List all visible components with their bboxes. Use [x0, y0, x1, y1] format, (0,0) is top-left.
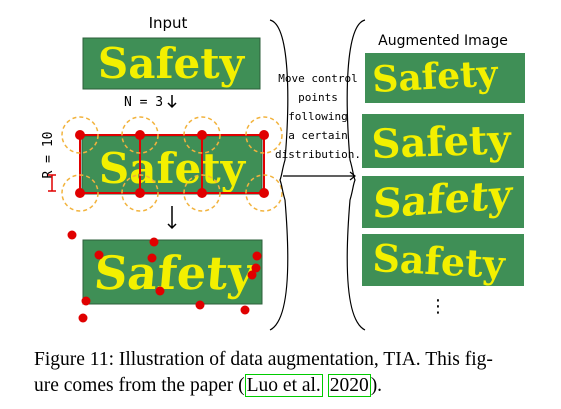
- moved-control-point: [94, 250, 104, 260]
- caption-line-2-end: ).: [370, 375, 383, 396]
- grid-image-panel: [81, 135, 263, 195]
- moved-control-point: [195, 300, 205, 310]
- figure-caption: Figure 11: Illustration of data augmenta…: [34, 347, 554, 399]
- transform-arrow: [283, 171, 356, 181]
- radius-circle: [183, 116, 221, 154]
- moved-control-point: [81, 296, 91, 306]
- middle-line-5: distribution.: [275, 148, 361, 161]
- control-points: [75, 130, 269, 198]
- down-arrow-1: [167, 95, 177, 109]
- moved-control-points: [67, 230, 262, 323]
- augmented-panel-4: [362, 234, 524, 286]
- input-image-panel: [82, 37, 261, 90]
- more-ellipsis: ⋮: [429, 296, 447, 317]
- augmented-word-3: Safety: [371, 171, 515, 228]
- moved-control-point: [247, 270, 257, 280]
- r-label: R = 10: [41, 132, 56, 179]
- left-brace: [269, 19, 289, 331]
- grid-outline: [79, 134, 265, 194]
- control-point: [259, 188, 269, 198]
- moved-control-point: [67, 230, 77, 240]
- middle-line-3: following: [288, 110, 348, 123]
- citation-author-link[interactable]: Luo et al.: [244, 374, 323, 397]
- radius-circle: [121, 116, 159, 154]
- radius-circle: [61, 174, 99, 212]
- warped-word: Safety: [92, 246, 258, 300]
- control-point: [197, 130, 207, 140]
- control-point: [135, 130, 145, 140]
- radius-bracket: [48, 174, 56, 192]
- grid-word: Safety: [99, 144, 247, 193]
- output-title: Augmented Image: [378, 33, 508, 49]
- control-point: [197, 188, 207, 198]
- augmented-panel-3: [362, 176, 524, 228]
- control-point: [135, 188, 145, 198]
- augmented-panel-1: [365, 53, 525, 103]
- control-point: [75, 130, 85, 140]
- radius-circle: [183, 174, 221, 212]
- caption-line-1: Figure 11: Illustration of data augmenta…: [34, 349, 493, 370]
- n-label: N = 3: [124, 95, 163, 110]
- middle-line-4: a certain: [288, 129, 348, 142]
- radius-circle: [245, 116, 283, 154]
- augmented-word-2: Safety: [371, 116, 513, 168]
- moved-control-point: [155, 286, 165, 296]
- control-point: [259, 130, 269, 140]
- radius-circle: [61, 116, 99, 154]
- control-grid: [79, 134, 265, 194]
- input-word: Safety: [98, 39, 246, 88]
- warped-image-panel: [82, 239, 263, 305]
- augmented-panel-2: [362, 114, 524, 168]
- right-brace: [346, 19, 366, 331]
- input-title: Input: [149, 14, 188, 32]
- augmented-word-1: Safety: [371, 52, 499, 101]
- caption-line-2-start: ure comes from the paper (: [34, 375, 245, 396]
- moved-control-point: [252, 251, 262, 261]
- augmented-word-4: Safety: [372, 235, 507, 287]
- control-point: [75, 188, 85, 198]
- moved-control-point: [240, 305, 250, 315]
- down-arrow-2: [167, 206, 177, 230]
- radius-circle: [245, 174, 283, 212]
- middle-line-2: points: [298, 91, 338, 104]
- moved-control-point: [78, 313, 88, 323]
- moved-control-point: [251, 263, 261, 273]
- middle-line-1: Move control: [278, 72, 357, 85]
- radius-circles: [61, 116, 283, 212]
- citation-year-link[interactable]: 2020: [327, 374, 371, 397]
- moved-control-point: [147, 253, 157, 263]
- radius-circle: [121, 174, 159, 212]
- moved-control-point: [149, 237, 159, 247]
